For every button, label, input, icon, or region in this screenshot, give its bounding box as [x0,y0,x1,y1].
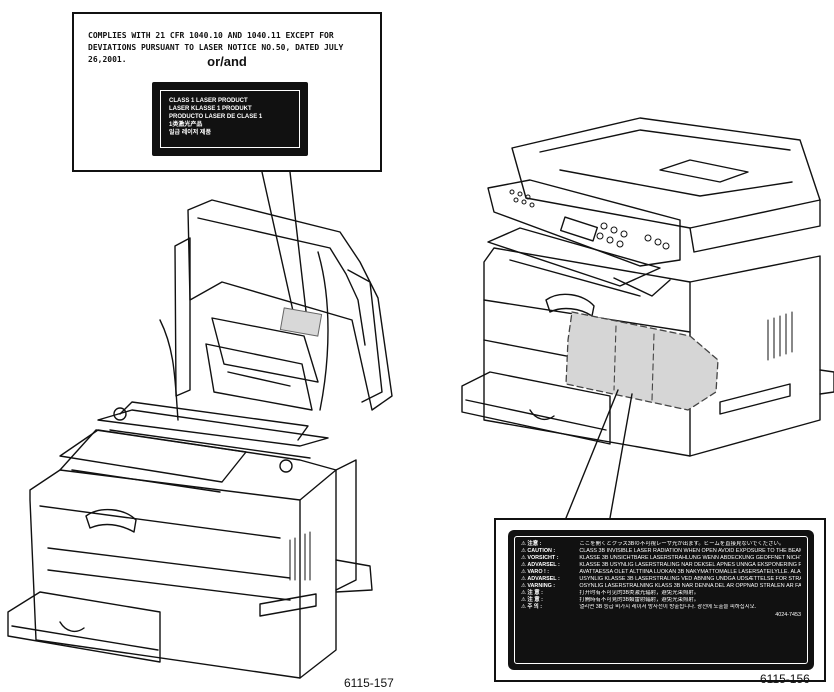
open-printer-illustration [7,199,393,679]
closed-printer-illustration [461,117,834,457]
warning-triangle-icon: ⚠ [521,576,528,582]
warning-head: ADVARSEL : [527,576,560,582]
warning-row: ⚠ 注 意 : 打開時有不可見的3B類雷射輻射，避免光束照射。 [521,597,801,604]
warning-body: KLASSE 3B UNSICHTBARE LASERSTRAHLUNG WEN… [579,555,801,561]
warning-triangle-icon: ⚠ [521,604,528,610]
warning-head: 注意 : [527,541,542,547]
label-code: 4024-7453 [775,612,801,618]
warning-row: ⚠ CAUTION : CLASS 3B INVISIBLE LASER RAD… [521,548,801,555]
warning-row: ⚠ ADVARSEL : USYNLIG KLASSE 3B LASERSTRÅ… [521,576,801,583]
warning-triangle-icon: ⚠ [521,541,528,547]
warning-body: OSYNLIG LASERSTRÅLNING KLASS 3B NÄR DENN… [579,583,801,589]
warning-row: ⚠ 주 의 : 열리면 3B 등급 비가시 레이저 방사선이 방출됩니다. 광선… [521,604,801,611]
compliance-text: COMPLIES WITH 21 CFR 1040.10 AND 1040.11… [88,31,344,64]
warning-triangle-icon: ⚠ [521,562,528,568]
warning-row: ⚠ 注意 : ここを開くとクラス3Bの不可視レーザ光が出ます。ビームを直接見ない… [521,541,801,548]
warning-row: ⚠ VORSICHT : KLASSE 3B UNSICHTBARE LASER… [521,555,801,562]
warning-head: 注 意 : [527,597,543,603]
warning-body: CLASS 3B INVISIBLE LASER RADIATION WHEN … [579,548,801,554]
warning-body: 열리면 3B 등급 비가시 레이저 방사선이 방출됩니다. 광선에 노출을 피하… [579,604,757,610]
right-leader-line [565,389,633,519]
warning-head: 注 意 : [527,590,543,596]
figure-code-right: 6115-156 [760,672,810,686]
warning-row: ⚠ ADVARSEL : KLASSE 3B USYNLIG LASERSTRÅ… [521,562,801,569]
warning-head: VARO ! : [527,569,550,575]
left-leader-line [261,171,308,321]
label-line: 1类激光产品 [169,122,203,128]
warning-head: 주 의 : [527,604,543,610]
laser-compliance-callout: COMPLIES WITH 21 CFR 1040.10 AND 1040.11… [72,12,382,172]
warning-row: ⚠ 注 意 : 打开时有不可见的3B类激光辐射，避免光束照射。 [521,590,801,597]
warning-body: USYNLIG KLASSE 3B LASERSTRÅLING VED ÅBNI… [579,576,801,582]
warning-triangle-icon: ⚠ [521,548,528,554]
warning-head: ADVARSEL : [527,562,560,568]
label-line: PRODUCTO LASER DE CLASE 1 [169,114,263,120]
warning-triangle-icon: ⚠ [521,555,528,561]
warning-triangle-icon: ⚠ [521,597,528,603]
warning-row: ⚠ VARNING : OSYNLIG LASERSTRÅLNING KLASS… [521,583,801,590]
label-line: 일급 레이저 제품 [169,130,211,136]
warning-body: KLASSE 3B USYNLIG LASERSTRÅLING NÅR DEKS… [579,562,801,568]
warning-body: 打開時有不可見的3B類雷射輻射，避免光束照射。 [579,597,700,603]
warning-body: 打开时有不可见的3B类激光辐射，避免光束照射。 [579,590,700,596]
class1-laser-label: CLASS 1 LASER PRODUCT LASER KLASSE 1 PRO… [152,82,308,156]
laser-warning-label: ⚠ 注意 : ここを開くとクラス3Bの不可視レーザ光が出ます。ビームを直接見ない… [508,530,814,670]
warning-body: ここを開くとクラス3Bの不可視レーザ光が出ます。ビームを直接見ないでください。 [579,541,785,547]
warning-head: CAUTION : [527,548,556,554]
warning-head: VARNING : [527,583,556,589]
figure-code-left: 6115-157 [344,676,394,690]
warning-triangle-icon: ⚠ [521,569,528,575]
warning-triangle-icon: ⚠ [521,583,528,589]
laser-warning-callout: ⚠ 注意 : ここを開くとクラス3Bの不可視レーザ光が出ます。ビームを直接見ない… [494,518,826,682]
warning-row: ⚠ VARO ! : AVATTAESSA OLET ALTTIINA LUOK… [521,569,801,576]
warning-head: VORSICHT : [527,555,559,561]
or-and-text: or/and [207,54,247,69]
label-line: CLASS 1 LASER PRODUCT [169,98,248,104]
label-line: LASER KLASSE 1 PRODUKT [169,106,252,112]
warning-body: AVATTAESSA OLET ALTTIINA LUOKAN 3B NÄKYM… [579,569,801,575]
warning-triangle-icon: ⚠ [521,590,528,596]
